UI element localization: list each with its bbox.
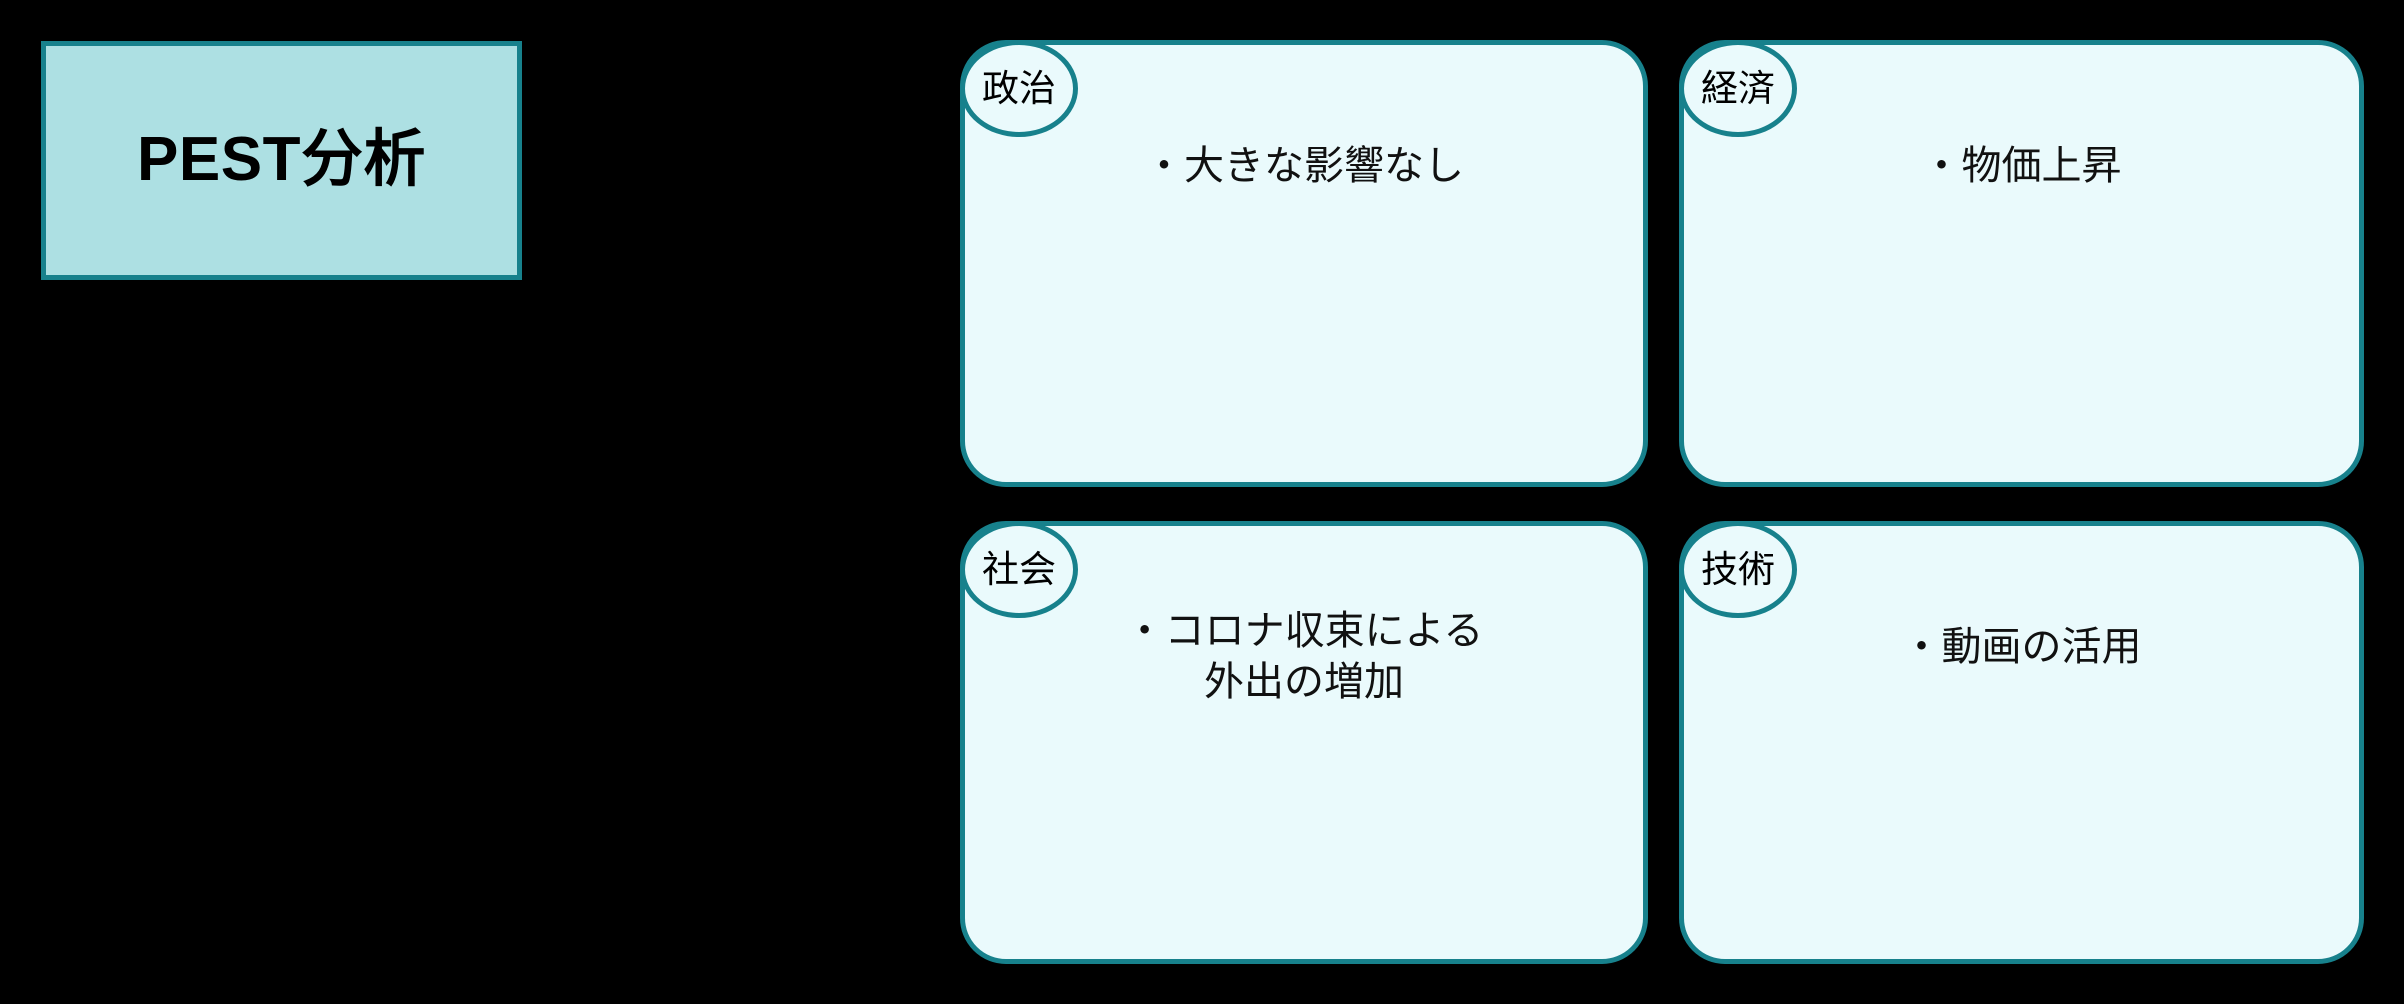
quadrant-body-technological: ・動画の活用 — [1901, 625, 2142, 669]
diagram-title-box: PEST分析 — [41, 41, 522, 280]
quadrant-political[interactable]: 政治 ・大きな影響なし — [960, 40, 1648, 487]
quadrant-body-social: ・コロナ収束による 外出の増加 — [1124, 609, 1484, 705]
quadrant-body-economic: ・物価上昇 — [1921, 144, 2122, 188]
quadrant-technological[interactable]: 技術 ・動画の活用 — [1679, 521, 2364, 964]
quadrant-label-bubble-economic: 経済 — [1679, 40, 1797, 137]
quadrant-label-text-social: 社会 — [982, 549, 1056, 590]
quadrant-label-bubble-political: 政治 — [960, 40, 1078, 137]
quadrant-social[interactable]: 社会 ・コロナ収束による 外出の増加 — [960, 521, 1648, 964]
quadrant-economic[interactable]: 経済 ・物価上昇 — [1679, 40, 2364, 487]
quadrant-label-bubble-social: 社会 — [960, 521, 1078, 618]
diagram-title-text: PEST分析 — [137, 125, 426, 195]
quadrant-label-text-political: 政治 — [982, 68, 1056, 109]
quadrant-label-text-economic: 経済 — [1701, 68, 1775, 109]
quadrant-label-text-technological: 技術 — [1701, 549, 1775, 590]
quadrant-body-political: ・大きな影響なし — [1144, 144, 1464, 188]
quadrant-label-bubble-technological: 技術 — [1679, 521, 1797, 618]
